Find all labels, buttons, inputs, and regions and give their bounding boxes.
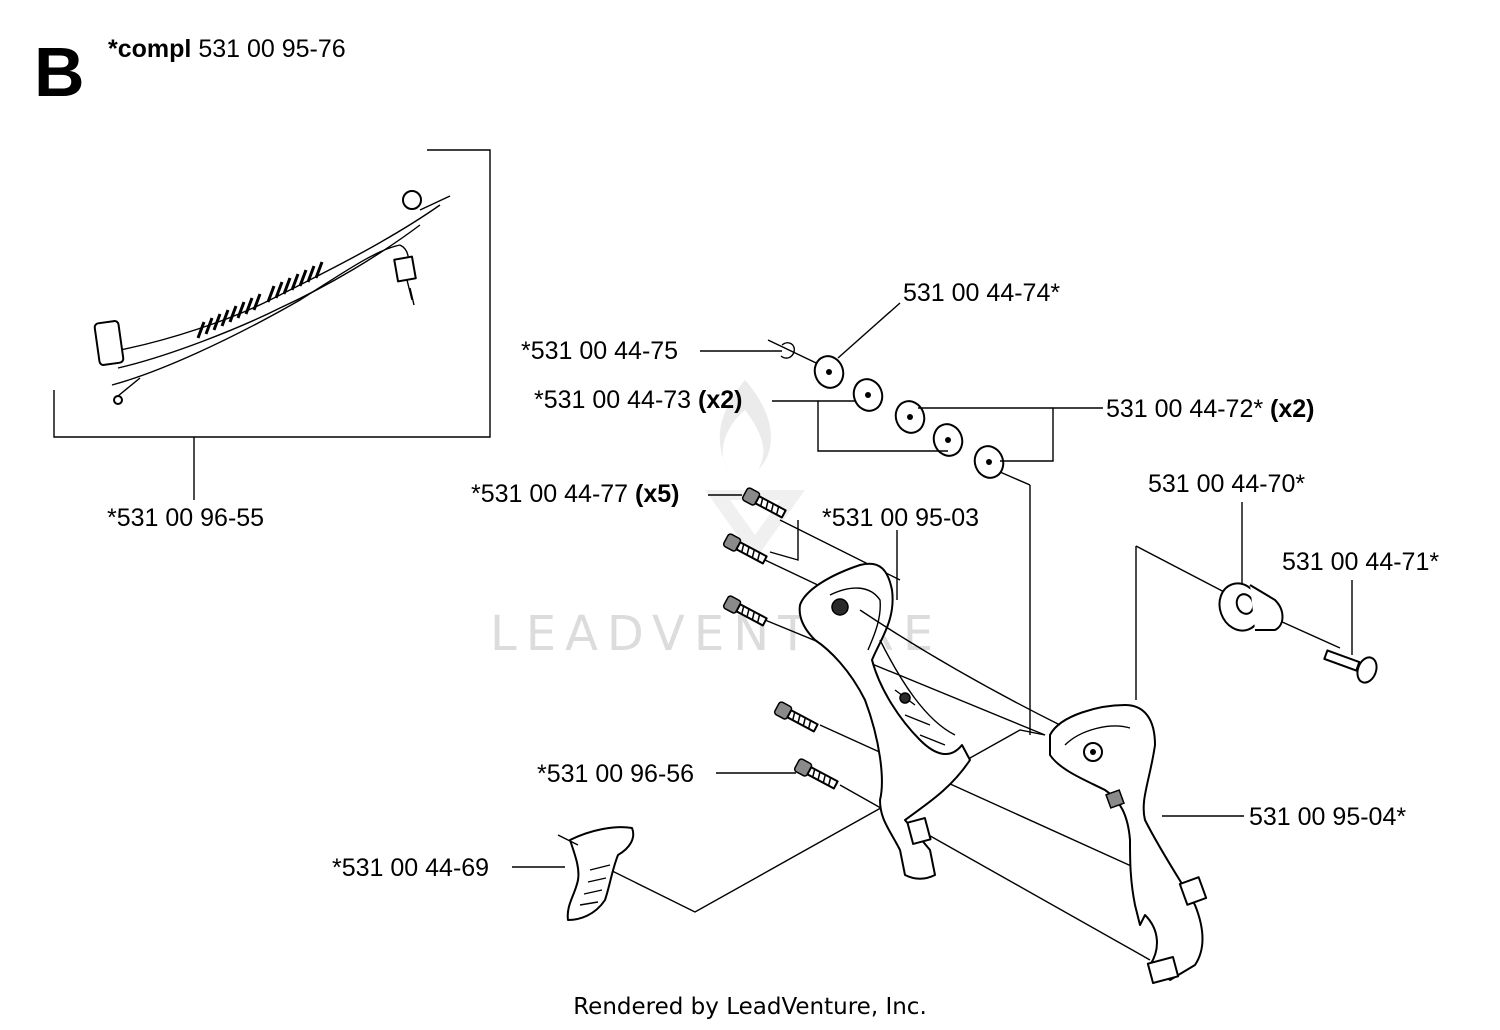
kit-bracket: [53, 149, 491, 500]
compl-number: 531 00 95-76: [198, 35, 345, 63]
compl-prefix: *compl: [108, 35, 191, 63]
leader-lines: [512, 302, 1353, 868]
part-number: *531 00 95-03: [822, 504, 979, 532]
part-label-531-00-44-69: *531 00 44-69: [332, 854, 489, 882]
part-label-531-00-44-73: *531 00 44-73 (x2): [534, 386, 743, 414]
part-qty: (x2): [1270, 395, 1314, 423]
part-number: 531 00 44-71*: [1282, 548, 1439, 576]
handle-left-half: [798, 562, 971, 880]
part-label-531-00-44-72: 531 00 44-72* (x2): [1106, 395, 1315, 423]
part-number: 531 00 95-04*: [1249, 803, 1406, 831]
part-label-531-00-44-77: *531 00 44-77 (x5): [471, 480, 680, 508]
assembly-lines: [589, 471, 1341, 961]
part-label-531-00-96-55: *531 00 96-55: [107, 504, 264, 532]
part-qty: (x2): [698, 386, 742, 414]
throttle-cable-assembly: [93, 190, 451, 405]
part-label-531-00-95-04: 531 00 95-04*: [1249, 803, 1406, 831]
part-number: 531 00 44-72*: [1106, 395, 1263, 423]
shoulder-bolt: [1323, 649, 1378, 684]
part-number: *531 00 44-73: [534, 386, 691, 414]
part-label-531-00-44-71: 531 00 44-71*: [1282, 548, 1439, 576]
part-number: *531 00 44-69: [332, 854, 489, 882]
handle-right-half: [1049, 704, 1208, 985]
part-number: *531 00 44-77: [471, 480, 628, 508]
throttle-trigger: [557, 826, 635, 921]
part-label-531-00-44-75: *531 00 44-75: [521, 337, 678, 365]
part-qty: (x5): [635, 480, 679, 508]
section-letter: B: [34, 33, 85, 111]
screws: [722, 487, 839, 790]
part-number: *531 00 96-55: [107, 504, 264, 532]
stop-switch: [1218, 582, 1284, 632]
footer-credit: Rendered by LeadVenture, Inc.: [573, 994, 927, 1020]
compl-label: *compl 531 00 95-76: [108, 35, 346, 63]
cable-spring-left: [196, 293, 262, 339]
washers: [813, 355, 1005, 479]
part-label-531-00-95-03: *531 00 95-03: [822, 504, 979, 532]
part-label-531-00-44-70: 531 00 44-70*: [1148, 470, 1305, 498]
cable-spring-right: [266, 261, 324, 303]
part-number: *531 00 44-75: [521, 337, 678, 365]
part-number: 531 00 44-70*: [1148, 470, 1305, 498]
part-number: *531 00 96-56: [537, 760, 694, 788]
part-number: 531 00 44-74*: [903, 279, 1060, 307]
part-label-531-00-96-56: *531 00 96-56: [537, 760, 694, 788]
part-label-531-00-44-74: 531 00 44-74*: [903, 279, 1060, 307]
